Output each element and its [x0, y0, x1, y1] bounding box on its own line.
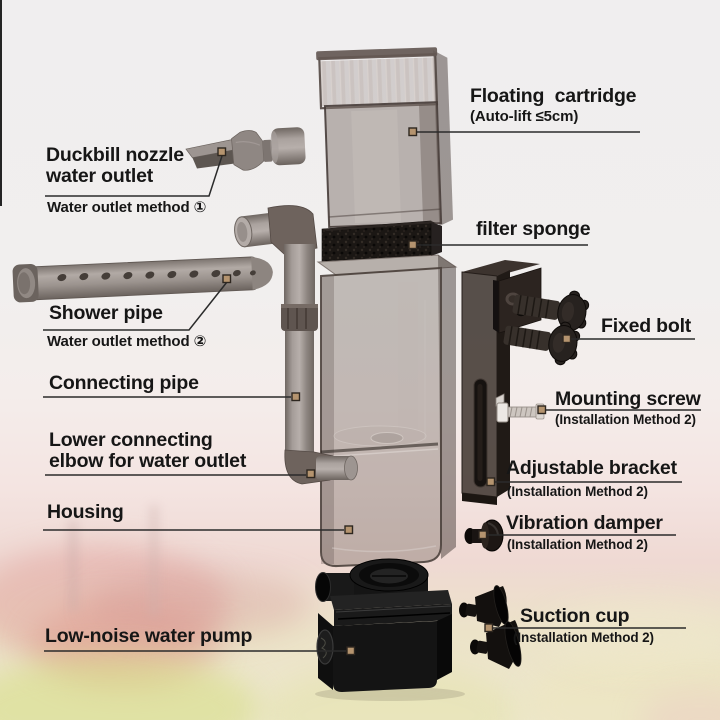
connecting-pipe-part — [281, 304, 318, 452]
label-suction-cup: Suction cup — [520, 605, 630, 627]
background-plant-blur — [90, 570, 310, 640]
label-adjustable-bracket: Adjustable bracket — [506, 457, 677, 479]
leader-shower — [43, 281, 228, 331]
label-duckbill-method: Water outlet method ① — [47, 199, 207, 216]
label-shower-method: Water outlet method ② — [47, 333, 207, 350]
marker-floating-cartridge — [408, 127, 418, 137]
label-duckbill-nozzle: Duckbill nozzle water outlet — [46, 144, 184, 188]
label-adjustable-bracket-sub: (Installation Method 2) — [507, 484, 648, 499]
suction-cup-part — [459, 585, 522, 669]
marker-duckbill — [217, 147, 227, 157]
marker-housing — [344, 525, 354, 535]
label-mounting-screw-sub: (Installation Method 2) — [555, 412, 696, 427]
label-vibration-damper: Vibration damper — [506, 512, 663, 534]
marker-mounting-screw — [537, 405, 547, 415]
label-housing: Housing — [47, 501, 124, 523]
label-suction-cup-sub: (Installation Method 2) — [513, 630, 654, 645]
background-stem-blur — [150, 505, 158, 617]
upper-elbow-part — [234, 205, 318, 308]
housing-part — [316, 254, 458, 568]
label-floating-cartridge-sub: (Auto-lift ≤5cm) — [470, 108, 579, 125]
marker-pump — [346, 646, 356, 656]
background-stem-blur — [68, 520, 78, 612]
marker-adjustable-bracket — [486, 477, 496, 487]
label-mounting-screw: Mounting screw — [555, 388, 701, 410]
shower-pipe-part — [12, 256, 273, 303]
marker-lower-elbow — [306, 469, 316, 479]
marker-shower — [222, 274, 232, 284]
marker-fixed-bolt — [562, 334, 572, 344]
background-plant-blur — [0, 545, 230, 665]
label-vibration-damper-sub: (Installation Method 2) — [507, 537, 648, 552]
marker-suction-cup — [484, 623, 494, 633]
label-lower-elbow: Lower connecting elbow for water outlet — [49, 429, 247, 473]
label-floating-cartridge: Floating cartridge — [470, 85, 637, 107]
left-edge-artifact — [0, 0, 2, 206]
water-pump-part — [315, 558, 465, 701]
label-water-pump: Low-noise water pump — [45, 625, 253, 647]
filter-sponge-part — [321, 220, 442, 262]
marker-vibration-damper — [478, 530, 488, 540]
label-shower-pipe: Shower pipe — [49, 302, 163, 324]
adjustable-bracket-part — [461, 260, 542, 505]
leader-duckbill — [45, 155, 223, 197]
label-connecting-pipe: Connecting pipe — [49, 372, 199, 394]
marker-connecting-pipe — [291, 392, 301, 402]
marker-filter-sponge — [408, 240, 418, 250]
background-grass-blur — [540, 600, 720, 670]
label-filter-sponge: filter sponge — [476, 218, 591, 240]
label-fixed-bolt: Fixed bolt — [601, 315, 692, 337]
